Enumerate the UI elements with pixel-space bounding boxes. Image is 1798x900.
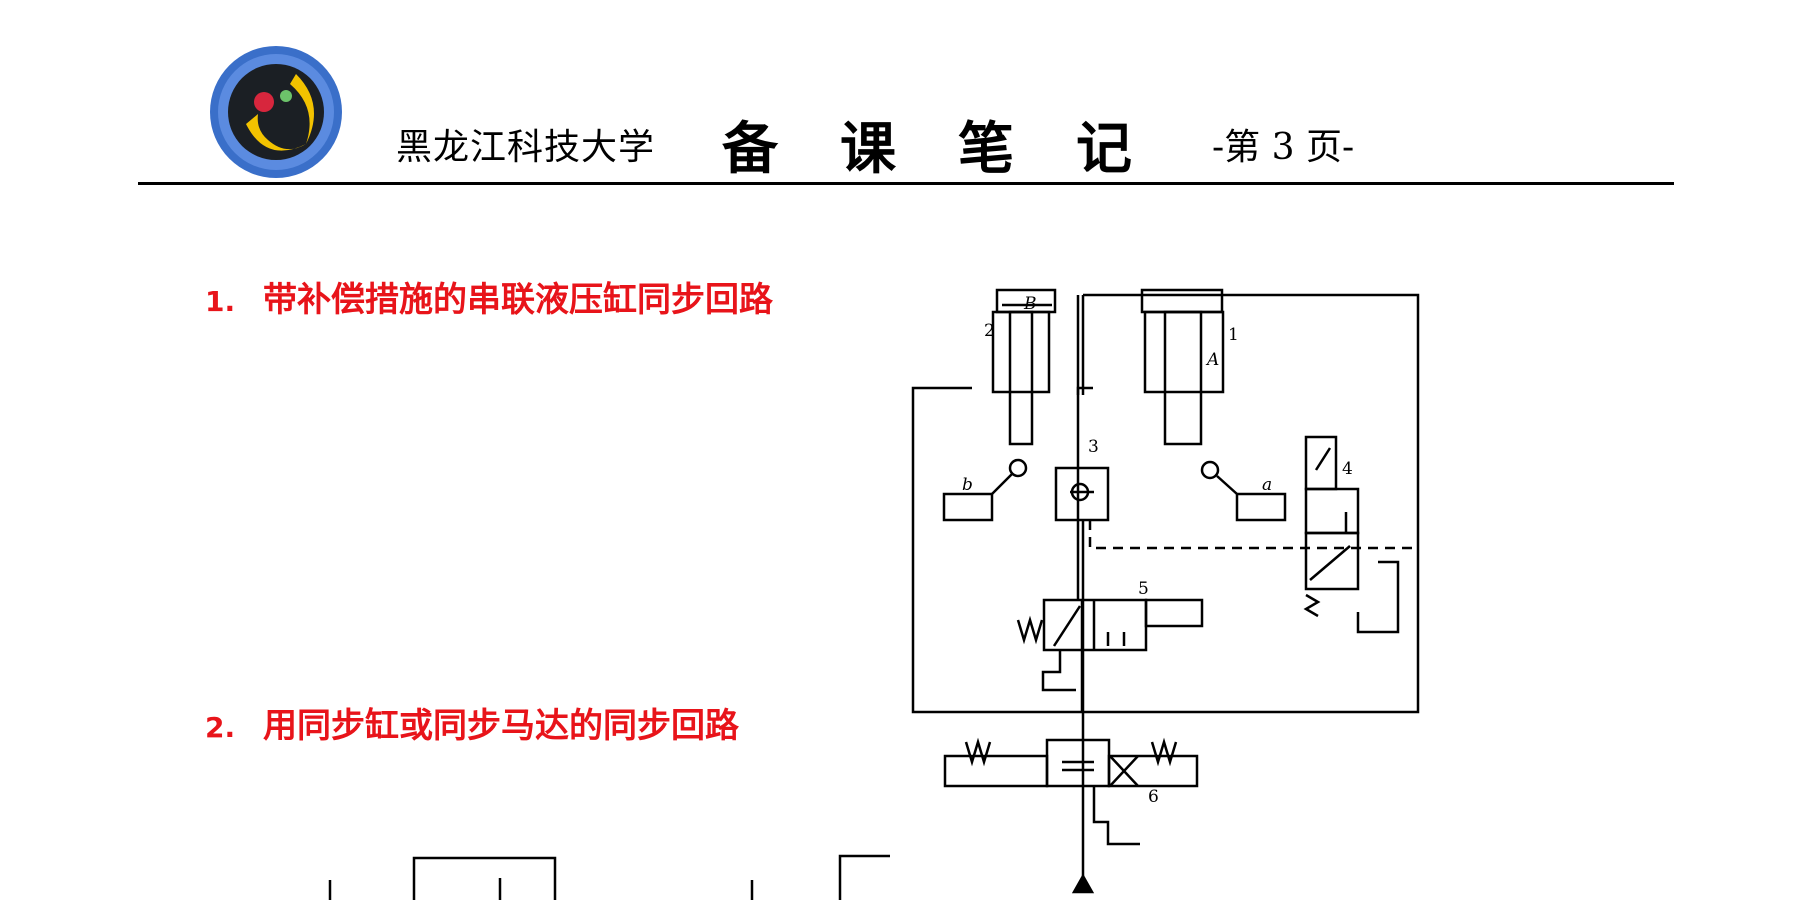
component-label-6: 6	[1148, 787, 1159, 807]
check-valve-3	[1054, 466, 1110, 522]
limit-switch-a-label: a	[1262, 475, 1272, 495]
school-name: 黑龙江科技大学	[396, 127, 656, 168]
directional-valve-6	[943, 737, 1199, 846]
limit-switch-b-label: b	[962, 475, 973, 495]
pilot-line	[1088, 520, 1418, 550]
section-title-1: 带补偿措施的串联液压缸同步回路	[263, 280, 773, 320]
cylinder-a-label: A	[1205, 350, 1219, 370]
limit-switch-b	[942, 458, 1028, 522]
component-label-2: 2	[984, 321, 995, 341]
section-number-1: 1.	[205, 285, 236, 318]
header-rule	[138, 182, 1674, 185]
cylinder-2	[991, 288, 1057, 446]
section-heading-2: 2. 用同步缸或同步马达的同步回路	[205, 698, 739, 747]
page-number: -第 3 页-	[1212, 127, 1355, 168]
solenoid-valve-4	[1303, 435, 1400, 634]
cylinder-1	[1140, 288, 1225, 446]
component-label-1: 1	[1228, 325, 1239, 345]
limit-switch-a	[1200, 460, 1287, 522]
bottom-figure-partial	[328, 854, 890, 900]
component-label-3: 3	[1088, 437, 1099, 457]
section-heading-1: 1. 带补偿措施的串联液压缸同步回路	[205, 272, 773, 321]
pump-arrow	[1071, 873, 1095, 894]
solenoid-valve-5	[1016, 598, 1204, 692]
component-label-5: 5	[1138, 579, 1149, 599]
component-label-4: 4	[1342, 459, 1353, 479]
section-number-2: 2.	[205, 711, 236, 744]
cylinder-b-label: B	[1023, 294, 1037, 314]
section-title-2: 用同步缸或同步马达的同步回路	[263, 706, 739, 746]
university-logo	[210, 46, 342, 178]
page-title: 备课笔记	[722, 117, 1194, 182]
